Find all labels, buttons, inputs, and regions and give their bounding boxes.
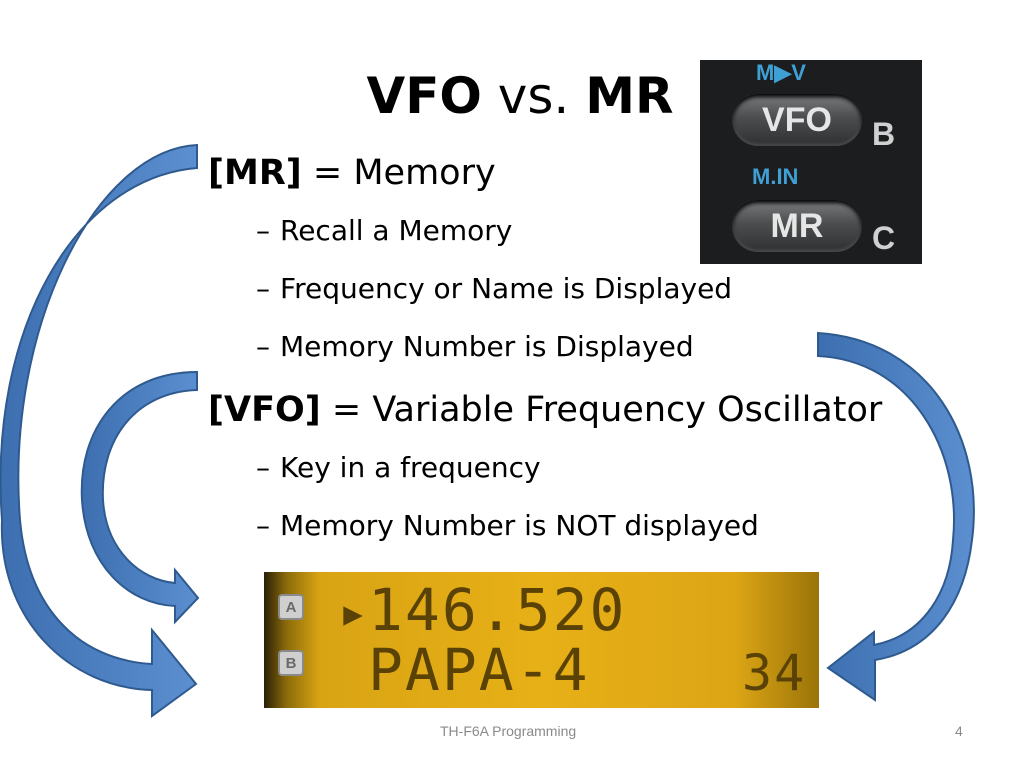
title-mr: MR xyxy=(585,67,674,125)
lcd-channel: 34 xyxy=(742,644,807,702)
page-number: 4 xyxy=(955,723,963,739)
arrow-vfo-to-frequency xyxy=(80,370,200,625)
caption-m-to-v: M▶V xyxy=(756,60,806,85)
subbullet-frequency-name: –Frequency or Name is Displayed xyxy=(256,272,732,306)
lcd-badge-a: A xyxy=(278,594,304,620)
arrow-memory-number-to-channel xyxy=(817,331,975,702)
title-vfo: VFO xyxy=(366,67,482,125)
subbullet-text: Memory Number is Displayed xyxy=(280,330,694,363)
lcd-badge-b: B xyxy=(278,650,304,676)
subbullet-recall: –Recall a Memory xyxy=(256,214,512,248)
lcd-display-photo: A B ▸ 146.520 PAPA-4 34 xyxy=(264,572,819,708)
bullet-vfo-key: [VFO] xyxy=(208,390,321,430)
footer-title: TH-F6A Programming xyxy=(440,723,577,739)
subbullet-not-displayed: –Memory Number is NOT displayed xyxy=(256,509,759,543)
subbullet-text: Key in a frequency xyxy=(280,451,541,484)
arrow-mr-to-name xyxy=(0,143,198,718)
mr-key: MR xyxy=(732,200,862,252)
subbullet-text: Recall a Memory xyxy=(280,214,513,247)
key-letter-c: C xyxy=(872,220,896,256)
slide-title: VFO vs. MR xyxy=(340,66,700,126)
radio-keypad-photo: M▶V VFO B M.IN MR C xyxy=(700,60,922,264)
dash: – xyxy=(256,272,270,305)
vfo-key: VFO xyxy=(732,94,862,146)
subbullet-key-in: –Key in a frequency xyxy=(256,451,541,485)
key-letter-b: B xyxy=(872,116,896,152)
bullet-mr: [MR] = Memory xyxy=(208,152,496,194)
lcd-pointer: ▸ xyxy=(338,583,371,641)
caption-m-in: M.IN xyxy=(752,164,799,189)
bullet-mr-key: [MR] xyxy=(208,153,302,193)
title-vs: vs. xyxy=(481,67,586,125)
subbullet-text: Frequency or Name is Displayed xyxy=(280,272,733,305)
lcd-frequency: 146.520 xyxy=(368,576,627,644)
subbullet-memory-number: –Memory Number is Displayed xyxy=(256,330,694,364)
lcd-name: PAPA-4 xyxy=(368,636,590,704)
dash: – xyxy=(256,451,270,484)
dash: – xyxy=(256,214,270,247)
dash: – xyxy=(256,509,270,542)
subbullet-text: Memory Number is NOT displayed xyxy=(280,509,759,542)
bullet-mr-desc: = Memory xyxy=(301,153,496,193)
dash: – xyxy=(256,330,270,363)
bullet-vfo: [VFO] = Variable Frequency Oscillator xyxy=(208,389,882,431)
bullet-vfo-desc: = Variable Frequency Oscillator xyxy=(320,390,883,430)
